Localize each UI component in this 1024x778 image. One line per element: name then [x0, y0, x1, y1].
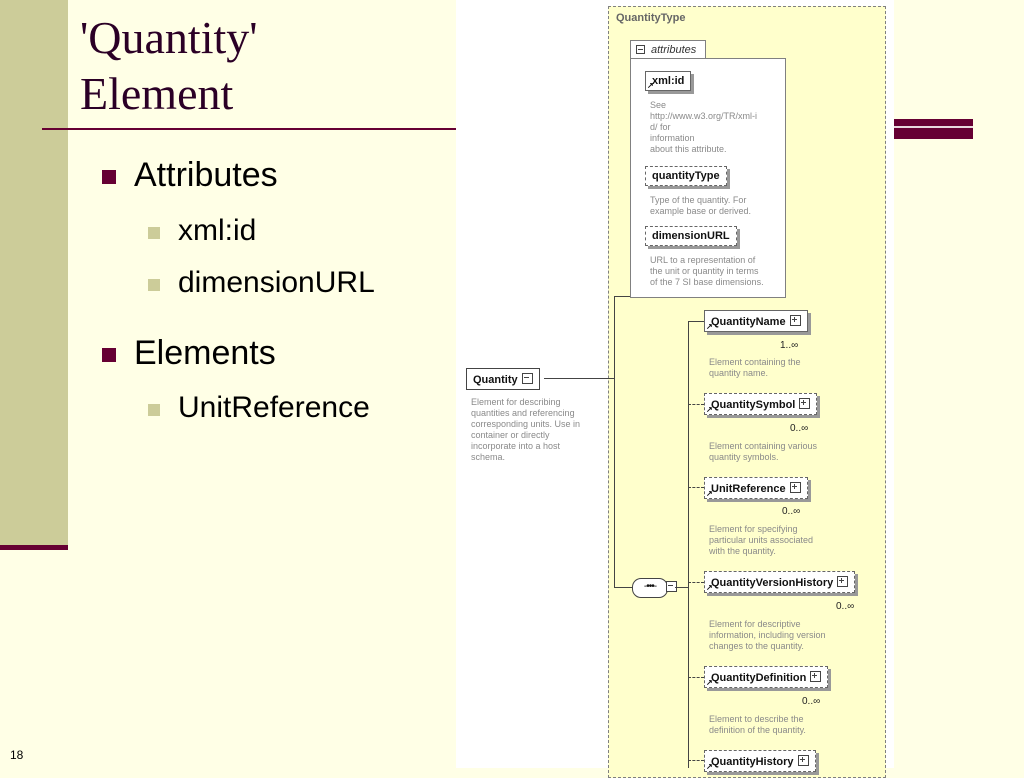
collapse-icon[interactable] — [521, 373, 533, 384]
element-quantityhistory[interactable]: ↗QuantityHistory — [704, 750, 816, 772]
bullet-square-icon — [102, 348, 116, 362]
bullet-elements: Elements — [102, 334, 276, 373]
element-desc: Element for specifying particular units … — [709, 524, 814, 556]
connector-line — [688, 677, 704, 678]
element-name: Quantity — [473, 374, 518, 386]
slide-title: 'Quantity' Element — [80, 12, 258, 119]
sub-bullet-square-icon — [148, 279, 160, 291]
attribute-desc: See http://www.w3.org/TR/xml-i d/ for in… — [650, 100, 758, 154]
connector-line — [675, 587, 688, 588]
bullet-label: Attributes — [134, 156, 278, 194]
sub-bullet-label: UnitReference — [178, 391, 370, 424]
sequence-compositor: -•••- — [632, 578, 668, 598]
reference-arrow-icon: ↗ — [706, 322, 713, 331]
sub-bullet-square-icon — [148, 404, 160, 416]
element-name: UnitReference — [711, 483, 786, 495]
attribute-desc: Type of the quantity. For example base o… — [650, 195, 752, 216]
element-name: QuantityName — [711, 316, 786, 328]
connector-line — [688, 321, 689, 768]
left-decorative-stripe — [0, 0, 68, 545]
connector-line — [614, 587, 632, 588]
reference-arrow-icon: ↗ — [706, 678, 713, 687]
expand-icon[interactable] — [810, 671, 822, 682]
sub-bullet-unitreference: UnitReference — [148, 391, 370, 425]
element-name: QuantityVersionHistory — [711, 577, 834, 589]
connector-line — [688, 321, 704, 322]
attribute-xml-id[interactable]: ↗xml:id — [645, 71, 692, 91]
element-quantitydefinition[interactable]: ↗QuantityDefinition — [704, 666, 829, 688]
bullet-label: Elements — [134, 334, 276, 372]
cardinality: 0..∞ — [790, 423, 809, 434]
cardinality: 0..∞ — [802, 696, 821, 707]
connector-line — [544, 378, 614, 379]
bullet-attributes: Attributes — [102, 156, 278, 195]
schema-diagram: QuantityType attributes ↗xml:id See http… — [456, 0, 894, 778]
root-element-quantity[interactable]: Quantity — [466, 368, 540, 390]
connector-line — [688, 760, 704, 761]
expand-icon[interactable] — [797, 755, 809, 766]
element-desc: Element for descriptive information, inc… — [709, 619, 826, 651]
connector-line — [614, 296, 630, 297]
connector-line — [614, 296, 615, 588]
connector-line — [688, 582, 704, 583]
stripe-underline — [0, 545, 68, 550]
type-label: QuantityType — [616, 12, 686, 24]
collapse-icon[interactable] — [636, 45, 645, 54]
attribute-name: xml:id — [652, 75, 685, 87]
element-name: QuantitySymbol — [711, 399, 796, 411]
expand-icon[interactable] — [789, 482, 801, 493]
sub-bullet-xml-id: xml:id — [148, 214, 257, 248]
element-name: QuantityHistory — [711, 756, 794, 768]
attributes-label: attributes — [651, 44, 697, 56]
element-desc: Element to describe the definition of th… — [709, 714, 806, 735]
element-desc: Element containing the quantity name. — [709, 357, 801, 378]
sub-bullet-dimensionurl: dimensionURL — [148, 266, 375, 300]
cardinality: 0..∞ — [836, 601, 855, 612]
expand-icon[interactable] — [837, 576, 849, 587]
bullet-square-icon — [102, 170, 116, 184]
reference-arrow-icon: ↗ — [706, 405, 713, 414]
sub-bullet-label: dimensionURL — [178, 266, 375, 299]
sub-bullet-label: xml:id — [178, 214, 257, 247]
reference-arrow-icon: ↗ — [706, 762, 713, 771]
attribute-quantitytype[interactable]: quantityType — [645, 166, 727, 186]
attribute-name: quantityType — [652, 170, 720, 182]
connector-line — [688, 404, 704, 405]
right-decorative-bar-gap — [894, 126, 973, 128]
slide-number: 18 — [10, 748, 24, 762]
attribute-desc: URL to a representation of the unit or q… — [650, 255, 764, 287]
element-quantityname[interactable]: ↗QuantityName — [704, 310, 808, 332]
sub-bullet-square-icon — [148, 227, 160, 239]
cardinality: 0..∞ — [782, 506, 801, 517]
collapse-icon[interactable] — [666, 581, 677, 592]
element-quantitysymbol[interactable]: ↗QuantitySymbol — [704, 393, 818, 415]
reference-arrow-icon: ↗ — [706, 489, 713, 498]
element-quantityversionhistory[interactable]: ↗QuantityVersionHistory — [704, 571, 856, 593]
root-desc: Element for describing quantities and re… — [471, 397, 581, 462]
attributes-tab[interactable]: attributes — [630, 40, 706, 60]
connector-line — [688, 487, 704, 488]
expand-icon[interactable] — [789, 315, 801, 326]
attribute-dimensionurl[interactable]: dimensionURL — [645, 226, 737, 246]
expand-icon[interactable] — [799, 398, 811, 409]
reference-arrow-icon: ↗ — [647, 81, 654, 90]
reference-arrow-icon: ↗ — [706, 583, 713, 592]
element-desc: Element containing various quantity symb… — [709, 441, 818, 462]
title-underline — [42, 128, 462, 130]
attribute-name: dimensionURL — [652, 230, 730, 242]
cardinality: 1..∞ — [780, 340, 799, 351]
element-unitreference[interactable]: ↗UnitReference — [704, 477, 808, 499]
element-name: QuantityDefinition — [711, 672, 807, 684]
right-decorative-bar — [894, 119, 973, 139]
